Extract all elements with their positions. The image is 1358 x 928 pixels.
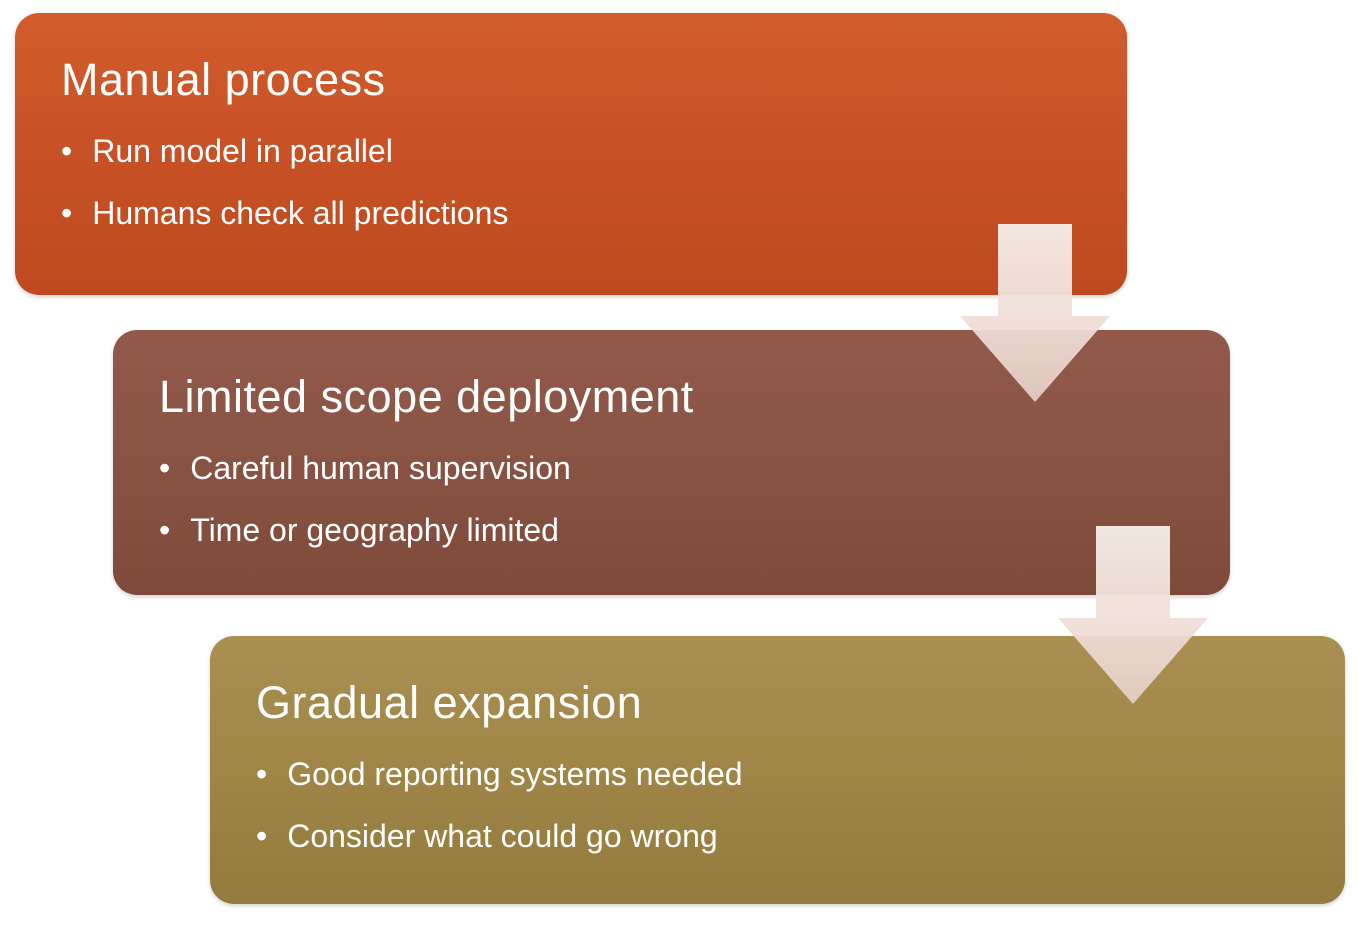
down-arrow-icon — [960, 224, 1110, 402]
down-arrow-icon — [1058, 526, 1208, 704]
bullet-text: Consider what could go wrong — [287, 817, 718, 854]
bullet-text: Run model in parallel — [92, 132, 393, 169]
bullet-marker: • — [256, 817, 268, 854]
bullet-item: • Careful human supervision — [159, 448, 1184, 488]
bullet-item: • Good reporting systems needed — [256, 754, 1299, 794]
bullet-marker: • — [159, 511, 171, 548]
bullet-text: Careful human supervision — [190, 449, 571, 486]
bullet-marker: • — [61, 132, 73, 169]
step-3-bullet-list: • Good reporting systems needed • Consid… — [256, 754, 1299, 856]
step-2-bullet-list: • Careful human supervision • Time or ge… — [159, 448, 1184, 550]
bullet-text: Humans check all predictions — [92, 194, 509, 231]
bullet-item: • Run model in parallel — [61, 131, 1081, 171]
bullet-text: Good reporting systems needed — [287, 755, 743, 792]
step-2-title: Limited scope deployment — [159, 371, 694, 422]
bullet-item: • Consider what could go wrong — [256, 816, 1299, 856]
bullet-item: • Humans check all predictions — [61, 193, 1081, 233]
bullet-marker: • — [61, 194, 73, 231]
step-3-box: Gradual expansion • Good reporting syste… — [210, 636, 1345, 904]
step-1-bullet-list: • Run model in parallel • Humans check a… — [61, 131, 1081, 233]
step-1-box: Manual process • Run model in parallel •… — [15, 13, 1127, 295]
bullet-text: Time or geography limited — [190, 511, 559, 548]
bullet-marker: • — [159, 449, 171, 486]
bullet-marker: • — [256, 755, 268, 792]
bullet-item: • Time or geography limited — [159, 510, 1184, 550]
step-3-title: Gradual expansion — [256, 677, 643, 728]
step-1-title: Manual process — [61, 54, 386, 105]
